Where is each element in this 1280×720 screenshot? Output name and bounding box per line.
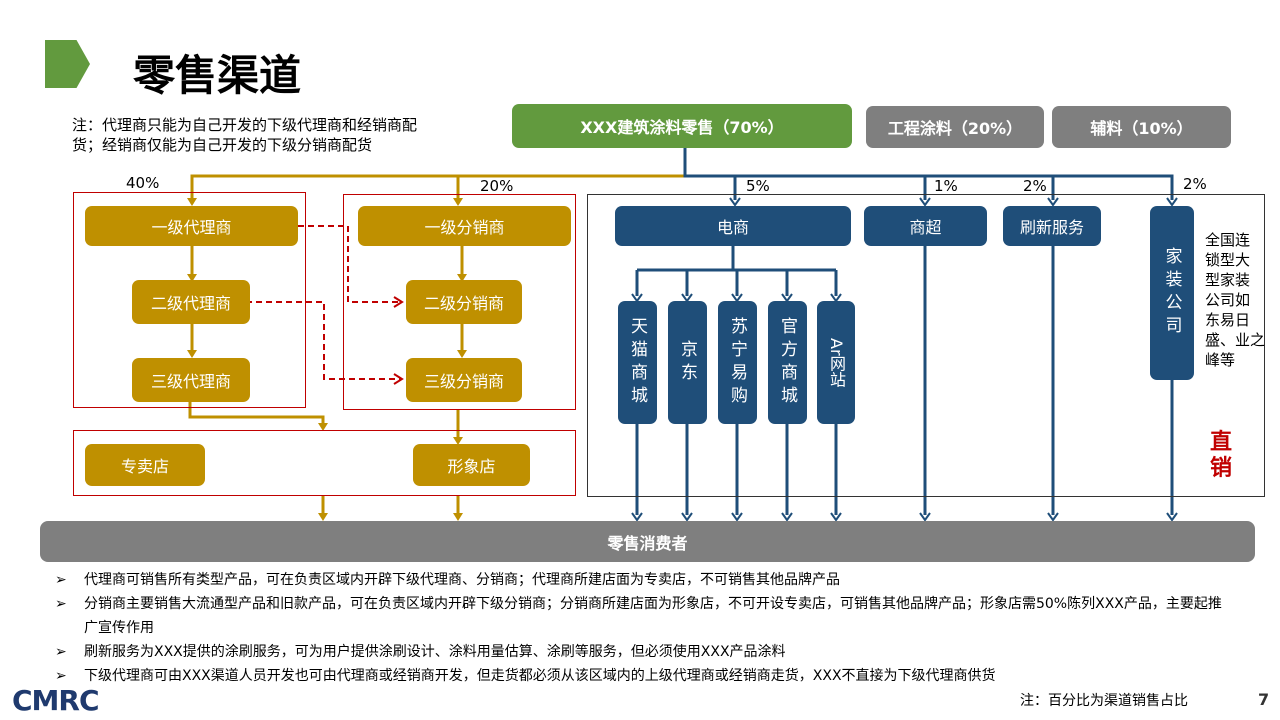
distributor-level-3: 三级分销商	[406, 358, 522, 402]
agent-level-2: 二级代理商	[132, 280, 250, 324]
agent-level-1: 一级代理商	[85, 206, 298, 246]
decor-company-box: 家装公司	[1150, 206, 1194, 380]
bullet-item: ➢ 分销商主要销售大流通型产品和旧款产品，可在负责区域内开辟下级分销商；分销商所建…	[55, 592, 1235, 640]
top-note-line: 注：代理商只能为自己开发的下级代理商和经销商配	[72, 116, 418, 134]
direct-sales-label: 直销	[1210, 430, 1233, 481]
page-title: 零售渠道	[133, 51, 302, 100]
page-number: 7	[1258, 690, 1270, 709]
agent-percent: 40%	[126, 174, 160, 192]
decor-note-line: 全国连	[1205, 231, 1251, 249]
bullet-marker-icon: ➢	[55, 644, 67, 660]
bullet-marker-icon: ➢	[55, 668, 67, 684]
agent-level-3: 三级代理商	[132, 358, 250, 402]
direct-frame	[587, 194, 1265, 497]
bullet-marker-icon: ➢	[55, 596, 67, 612]
decor-note-line: 型家装	[1205, 271, 1251, 289]
decor-note-line: 锁型大	[1205, 251, 1251, 269]
store-frame	[73, 430, 576, 496]
top-note-line: 货；经销商仅能为自己开发的下级分销商配货	[72, 136, 373, 154]
ecommerce-percent: 5%	[746, 177, 770, 195]
consumer-bar: 零售消费者	[40, 521, 1255, 562]
bullet-item: ➢ 刷新服务为XXX提供的涂刷服务，可为用户提供涂刷设计、涂料用量估算、涂刷等服务…	[55, 640, 1255, 664]
decor-note-line: 盛、业之	[1205, 331, 1266, 349]
platform-official: 官方商城	[768, 301, 807, 424]
image-store: 形象店	[413, 444, 530, 486]
platform-website: Ar网站	[817, 301, 855, 424]
painting-service-box: 刷新服务	[1003, 206, 1101, 246]
bullet-item: ➢ 代理商可销售所有类型产品，可在负责区域内开辟下级代理商、分销商；代理商所建店面…	[55, 568, 1255, 592]
distributor-percent: 20%	[480, 177, 514, 195]
bullet-text: 刷新服务为XXX提供的涂刷服务，可为用户提供涂刷设计、涂料用量估算、涂刷等服务，…	[84, 644, 786, 660]
painting-percent: 2%	[1023, 177, 1047, 195]
engineering-box: 工程涂料（20%）	[866, 106, 1044, 148]
footnote: 注：百分比为渠道销售占比	[1020, 693, 1188, 709]
decor-note-line: 东易日	[1205, 311, 1251, 329]
exclusive-store: 专卖店	[85, 444, 205, 486]
distributor-level-2: 二级分销商	[406, 280, 522, 324]
logo: CMRC	[12, 684, 100, 717]
platform-jd: 京东	[668, 301, 707, 424]
platform-website-label: Ar网站	[827, 337, 846, 388]
ecommerce-box: 电商	[615, 206, 851, 246]
supermarket-percent: 1%	[934, 177, 958, 195]
decor-percent: 2%	[1183, 175, 1207, 193]
platform-suning: 苏宁易购	[718, 301, 757, 424]
platform-tmall: 天猫商城	[618, 301, 657, 424]
decor-note-line: 峰等	[1205, 351, 1236, 369]
distributor-frame	[343, 194, 576, 410]
top-note: 注：代理商只能为自己开发的下级代理商和经销商配 货；经销商仅能为自己开发的下级分…	[72, 115, 417, 155]
main-retail-box: XXX建筑涂料零售（70%）	[512, 104, 852, 148]
decor-note: 全国连 锁型大 型家装 公司如 东易日 盛、业之 峰等	[1205, 230, 1265, 370]
decor-note-line: 公司如	[1205, 291, 1251, 309]
bullet-item: ➢ 下级代理商可由XXX渠道人员开发也可由代理商或经销商开发，但走货都必须从该区域…	[55, 664, 1255, 688]
distributor-level-1: 一级分销商	[358, 206, 571, 246]
bullet-marker-icon: ➢	[55, 572, 67, 588]
agent-frame	[73, 192, 306, 408]
auxiliary-box: 辅料（10%）	[1052, 106, 1231, 148]
bullet-text: 下级代理商可由XXX渠道人员开发也可由代理商或经销商开发，但走货都必须从该区域内…	[84, 668, 996, 684]
bullet-text: 分销商主要销售大流通型产品和旧款产品，可在负责区域内开辟下级分销商；分销商所建店…	[84, 596, 1222, 636]
supermarket-box: 商超	[864, 206, 987, 246]
bullet-text: 代理商可销售所有类型产品，可在负责区域内开辟下级代理商、分销商；代理商所建店面为…	[84, 572, 840, 588]
